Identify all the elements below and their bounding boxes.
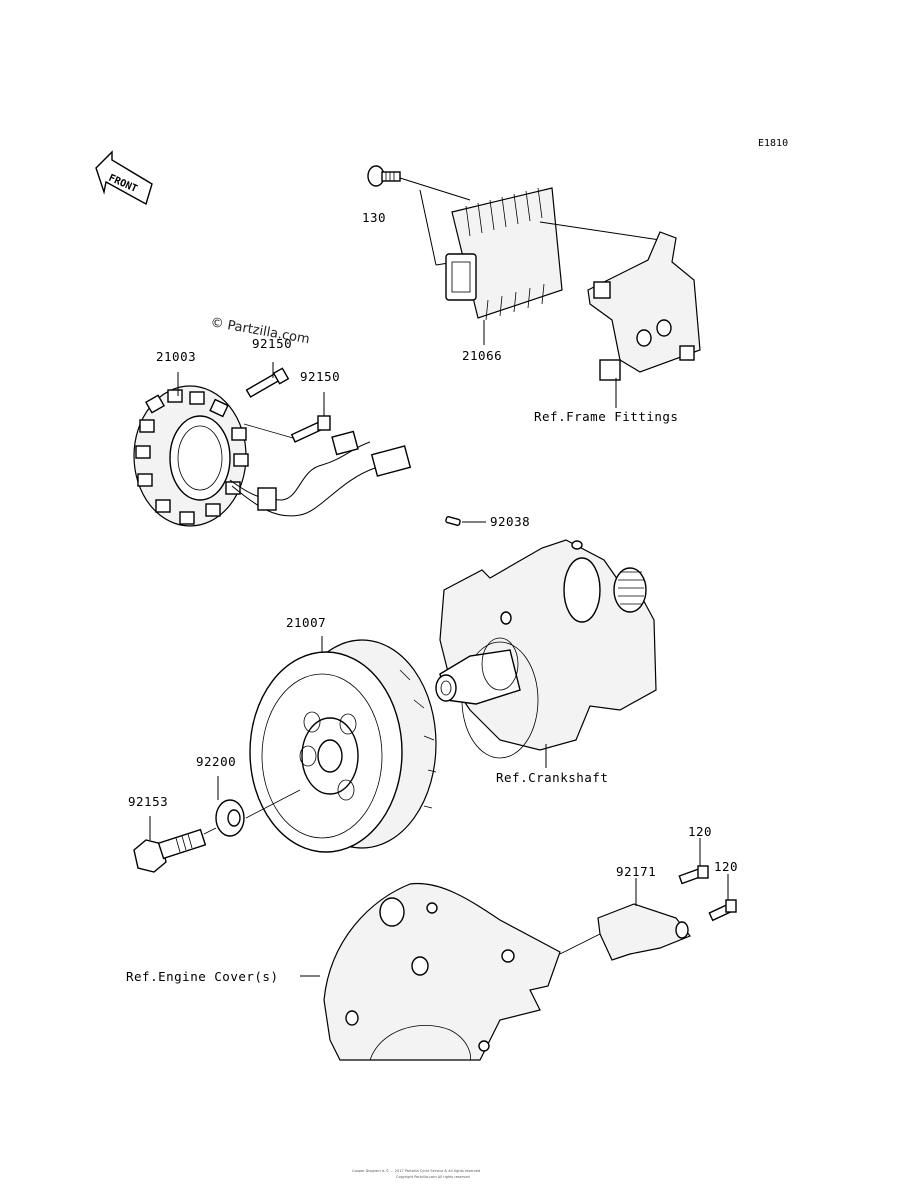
stator: 21003 <box>133 349 412 527</box>
label-92200: 92200 <box>196 754 236 769</box>
label-21066: 21066 <box>462 348 502 363</box>
regulator-rectifier: 21066 <box>367 165 661 363</box>
crankshaft: Ref.Crankshaft <box>435 539 657 785</box>
guard-92171: 92171 <box>597 864 691 961</box>
bolt-120-b-icon <box>708 899 737 922</box>
washer-92200-icon <box>215 799 245 837</box>
label-21003: 21003 <box>156 349 196 364</box>
diagram-code: E1810 <box>758 138 788 149</box>
frame-fitting-bracket: Ref.Frame Fittings <box>534 231 701 424</box>
label-21007: 21007 <box>286 615 326 630</box>
label-120-b: 120 <box>714 859 738 874</box>
bolt-120-a-icon <box>678 865 709 885</box>
engine-cover: Ref.Engine Cover(s) <box>126 882 561 1061</box>
label-92153: 92153 <box>128 794 168 809</box>
label-92150-a: 92150 <box>252 336 292 351</box>
key-92038-icon <box>445 516 461 526</box>
label-ref-crankshaft: Ref.Crankshaft <box>496 770 608 785</box>
bolt-92153-icon <box>133 828 207 873</box>
front-arrow-icon: FRONT <box>95 150 153 206</box>
bolt-130-icon <box>367 165 401 187</box>
footer-copyright-line1: Cooper Diagram is © ... 2017 Partzilla C… <box>352 1169 480 1173</box>
label-92150-b: 92150 <box>300 369 340 384</box>
label-92171: 92171 <box>616 864 656 879</box>
rotor-flywheel: 21007 <box>249 615 437 853</box>
label-130: 130 <box>362 210 386 225</box>
screw-92150-a-icon <box>245 367 290 398</box>
label-ref-frame-fittings: Ref.Frame Fittings <box>534 409 678 424</box>
label-ref-engine-covers: Ref.Engine Cover(s) <box>126 969 279 984</box>
label-120-a: 120 <box>688 824 712 839</box>
screw-92150-b-icon <box>290 415 331 443</box>
label-92038: 92038 <box>490 514 530 529</box>
footer-copyright-line2: Copyright Partzilla.com All rights reser… <box>396 1175 470 1179</box>
